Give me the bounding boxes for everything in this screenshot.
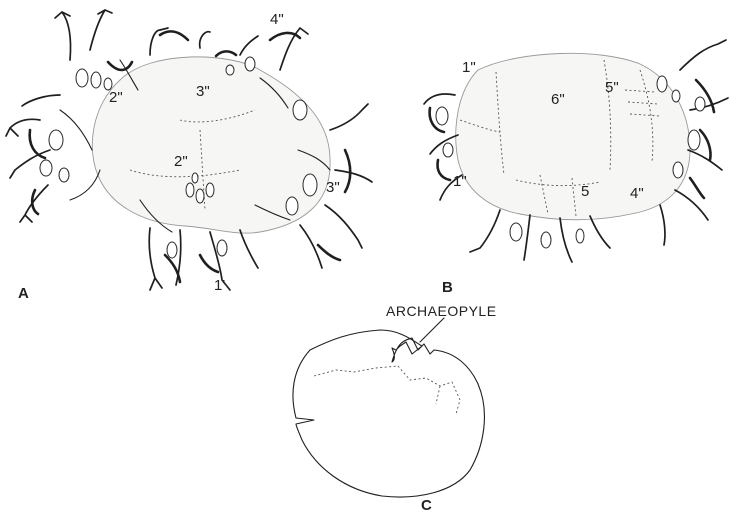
plate-label: 1' <box>214 277 225 294</box>
panel-a-cyst <box>6 10 372 290</box>
plate-label: 3" <box>326 179 340 196</box>
panel-c-cyst <box>293 330 484 497</box>
plate-label: 4" <box>270 11 284 28</box>
plate-label: 3" <box>196 83 210 100</box>
plate-label: 5" <box>605 79 619 96</box>
plate-label: 4" <box>630 185 644 202</box>
panel-a-label: A <box>18 285 29 302</box>
panel-b-label: B <box>442 279 453 296</box>
archaeopyle-leader-line <box>420 318 444 342</box>
archaeopyle-label: ARCHAEOPYLE <box>386 303 497 319</box>
plate-label: 5 <box>581 183 589 200</box>
panel-c-label: C <box>421 497 432 513</box>
plate-label: 2" <box>109 89 123 106</box>
plate-label: 1" <box>453 173 467 190</box>
plate-label: 1" <box>462 59 476 76</box>
plate-label: 2" <box>174 153 188 170</box>
plate-label: 6" <box>551 91 565 108</box>
